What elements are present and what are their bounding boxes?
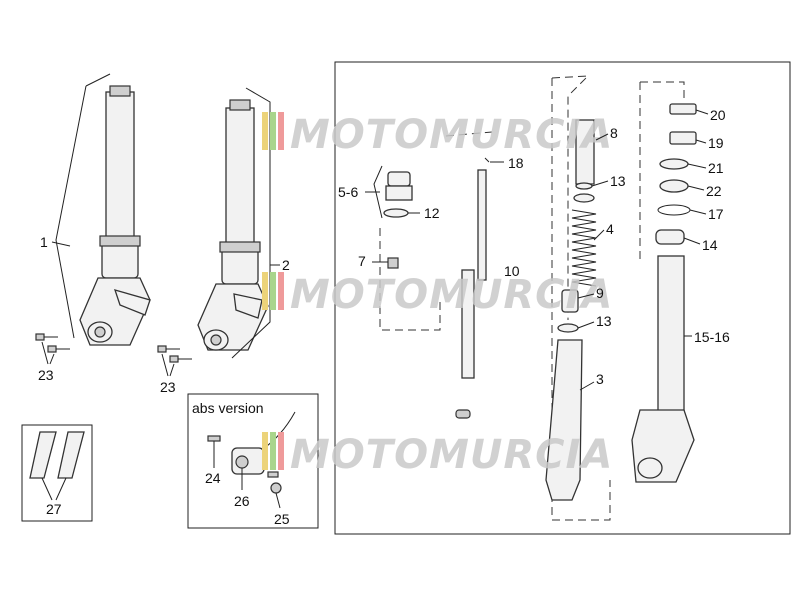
pad-b [57,431,85,479]
callout-5-6: 5-6 [338,184,358,200]
callout-3: 3 [596,371,604,387]
callout-2: 2 [282,257,290,273]
top-cap-5-6 [383,171,413,269]
damper-rod-10 [455,157,490,419]
callout-9: 9 [596,285,604,301]
leader-lines [213,109,709,509]
callout-23-left: 23 [38,367,54,383]
watermark-top: MOTOMURCIA [262,112,613,158]
watermark-text: MOTOMURCIA [290,432,613,478]
callout-13-top: 13 [610,173,626,189]
callout-17: 17 [708,206,724,222]
callout-12: 12 [424,205,440,221]
callout-20: 20 [710,107,726,123]
callout-21: 21 [708,160,724,176]
callout-7: 7 [358,253,366,269]
watermark-mid: MOTOMURCIA [262,272,613,318]
callout-14: 14 [702,237,718,253]
fork-leg-2 [197,99,269,351]
callout-19: 19 [708,135,724,151]
watermark-bottom: MOTOMURCIA [262,432,613,478]
callout-4: 4 [606,221,614,237]
callout-25: 25 [274,511,290,527]
callout-27: 27 [46,501,62,517]
callout-13-bottom: 13 [596,313,612,329]
pad-a [29,431,57,479]
callout-23-right: 23 [160,379,176,395]
inner-column [545,119,597,501]
bolts-23-right [157,345,192,377]
bolts-23-left [35,333,70,365]
callout-18: 18 [508,155,524,171]
callout-26: 26 [234,493,250,509]
callout-10: 10 [504,263,520,279]
callout-24: 24 [205,470,221,486]
outer-tube [631,103,697,483]
main-exploded-box [334,61,791,535]
fork-leg-1 [79,85,151,346]
box-27 [21,424,93,522]
callout-labels: 1 2 23 23 27 24 26 25 5-6 12 7 18 10 8 1… [38,107,730,527]
abs-version-label: abs version [192,400,264,416]
abs-box [187,393,319,529]
callout-1: 1 [40,234,48,250]
callout-8: 8 [610,125,618,141]
callout-22: 22 [706,183,722,199]
watermark-text: MOTOMURCIA [290,112,613,158]
watermark-text: MOTOMURCIA [290,272,613,318]
callout-15-16: 15-16 [694,329,730,345]
